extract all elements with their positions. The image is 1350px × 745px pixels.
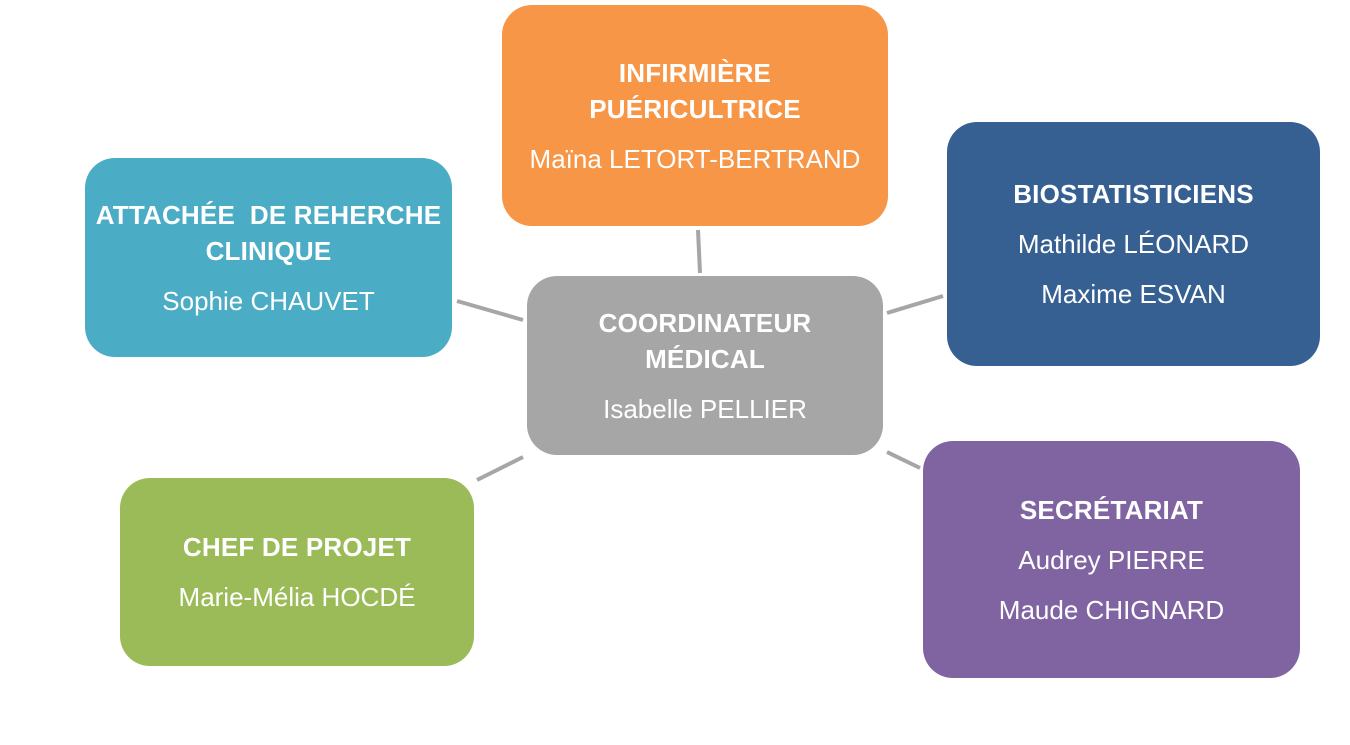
person-name: Sophie CHAUVET — [162, 285, 375, 316]
node-biostatisticiens: BIOSTATISTICIENS Mathilde LÉONARD Maxime… — [947, 122, 1320, 366]
person-name: Maïna LETORT-BERTRAND — [529, 143, 861, 174]
node-coordinateur-medical: COORDINATEUR MÉDICAL Isabelle PELLIER — [527, 276, 883, 455]
node-title-line: INFIRMIÈRE — [618, 57, 772, 88]
person-name: Marie-Mélia HOCDÉ — [178, 582, 416, 612]
connector-biostat — [886, 294, 944, 315]
connector-infirmiere — [696, 229, 702, 274]
node-title-line: ATTACHÉE DE REHERCHE — [95, 199, 442, 230]
person-name: Maxime ESVAN — [1041, 279, 1226, 309]
node-title-line: SECRÉTARIAT — [1019, 494, 1204, 525]
person-name: Maude CHIGNARD — [998, 594, 1225, 625]
connector-attachee — [456, 299, 524, 322]
node-attachee-recherche-clinique: ATTACHÉE DE REHERCHE CLINIQUE Sophie CHA… — [85, 158, 452, 357]
node-title-line: BIOSTATISTICIENS — [1013, 179, 1254, 209]
person-name: Isabelle PELLIER — [603, 393, 807, 424]
node-title-line: CHEF DE PROJET — [182, 532, 412, 562]
node-chef-de-projet: CHEF DE PROJET Marie-Mélia HOCDÉ — [120, 478, 474, 666]
node-title-line: CLINIQUE — [205, 235, 332, 266]
person-name: Mathilde LÉONARD — [1017, 229, 1250, 259]
node-infirmiere-puericultrice: INFIRMIÈRE PUÉRICULTRICE Maïna LETORT-BE… — [502, 5, 888, 226]
node-title-line: COORDINATEUR — [598, 307, 812, 338]
person-name: Audrey PIERRE — [1018, 544, 1205, 575]
connector-secretariat — [886, 450, 921, 470]
node-secretariat: SECRÉTARIAT Audrey PIERRE Maude CHIGNARD — [923, 441, 1300, 678]
connector-chef — [476, 455, 524, 482]
node-title-line: PUÉRICULTRICE — [589, 93, 801, 124]
node-title-line: MÉDICAL — [645, 343, 765, 374]
